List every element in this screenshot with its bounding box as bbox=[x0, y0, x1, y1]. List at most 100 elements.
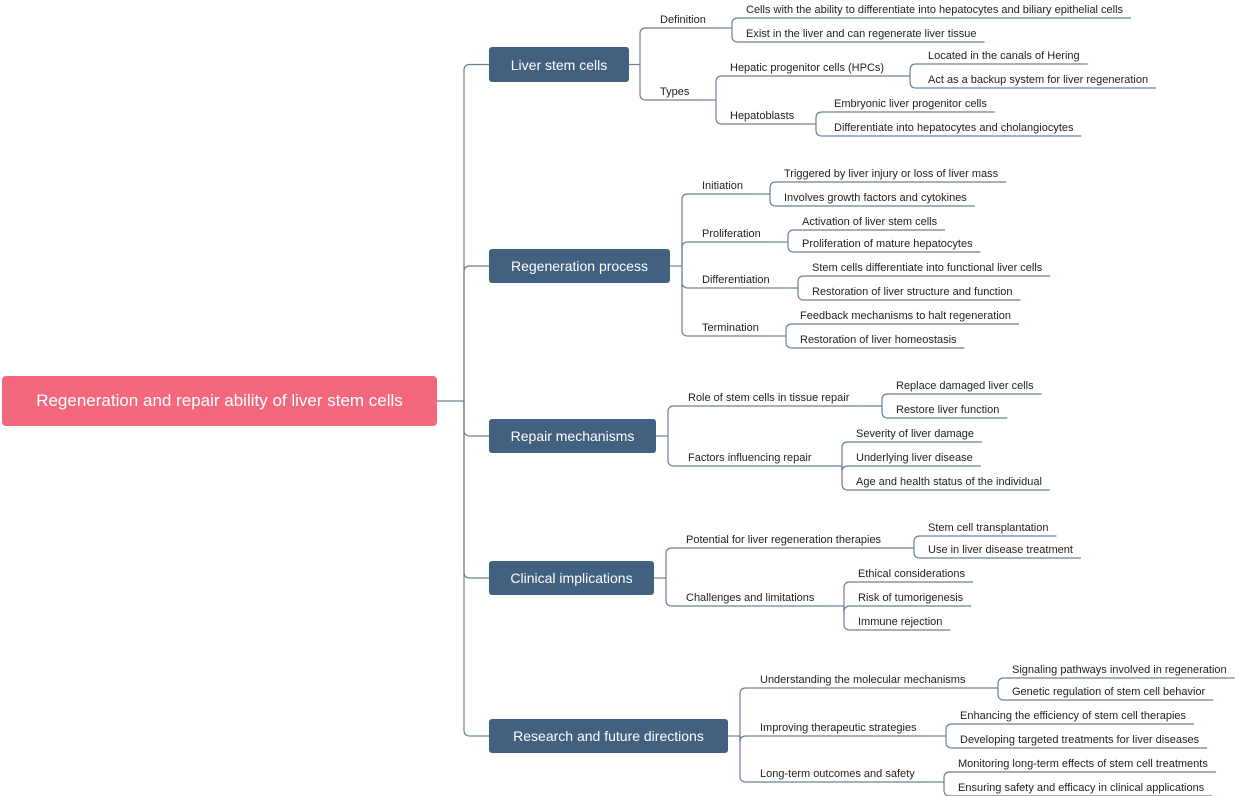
node-hepatoblasts[interactable]: Hepatoblasts bbox=[730, 110, 795, 122]
connector-definition-link-0 bbox=[731, 17, 1132, 28]
node-potential-for-liver-regeneration-therapi[interactable]: Potential for liver regeneration therapi… bbox=[686, 534, 882, 546]
node-factors-influencing-repair[interactable]: Factors influencing repair bbox=[688, 452, 812, 464]
connector-differentiation-link-0 bbox=[797, 275, 1051, 288]
connector-potential-for-liver-regeneration-therapi-link-1 bbox=[913, 548, 1081, 559]
connector-repair-mechanisms-link-0 bbox=[667, 405, 864, 436]
node-definition[interactable]: Definition bbox=[660, 14, 706, 26]
connector-differentiation-link-1 bbox=[797, 288, 1021, 301]
node-feedback-mechanisms-to-halt-regeneration[interactable]: Feedback mechanisms to halt regeneration bbox=[800, 310, 1011, 322]
node-genetic-regulation-of-stem-cell-behavior[interactable]: Genetic regulation of stem cell behavior bbox=[1012, 686, 1206, 698]
connector-hepatoblasts-link-1 bbox=[815, 124, 1082, 137]
node-underlying-liver-disease[interactable]: Underlying liver disease bbox=[856, 452, 973, 464]
connector-challenges-and-limitations-link-1 bbox=[843, 605, 972, 613]
node-activation-of-liver-stem-cells[interactable]: Activation of liver stem cells bbox=[802, 216, 938, 228]
connector-hepatoblasts-link-0 bbox=[815, 111, 995, 124]
node-age-and-health-status-of-the-individual[interactable]: Age and health status of the individual bbox=[856, 476, 1042, 488]
node-termination[interactable]: Termination bbox=[702, 322, 759, 334]
connector-termination-link-0 bbox=[785, 323, 1019, 336]
node-developing-targeted-treatments-for-liver[interactable]: Developing targeted treatments for liver… bbox=[960, 734, 1200, 746]
connector-liver-stem-cells-link-1 bbox=[639, 64, 704, 101]
node-ensuring-safety-and-efficacy-in-clinical[interactable]: Ensuring safety and efficacy in clinical… bbox=[958, 782, 1205, 794]
node-involves-growth-factors-and-cytokines[interactable]: Involves growth factors and cytokines bbox=[784, 192, 967, 204]
branch-liver-stem-cells[interactable]: Liver stem cells bbox=[489, 47, 629, 82]
connector-factors-influencing-repair-link-2 bbox=[841, 466, 1050, 491]
node-act-as-a-backup-system-for-liver-regener[interactable]: Act as a backup system for liver regener… bbox=[928, 74, 1149, 86]
node-stem-cells-differentiate-into-functional[interactable]: Stem cells differentiate into functional… bbox=[812, 262, 1043, 274]
node-challenges-and-limitations[interactable]: Challenges and limitations bbox=[686, 592, 815, 604]
node-located-in-the-canals-of-hering[interactable]: Located in the canals of Hering bbox=[928, 50, 1080, 62]
root-topic[interactable]: Regeneration and repair ability of liver… bbox=[2, 376, 437, 426]
node-initiation[interactable]: Initiation bbox=[702, 180, 743, 192]
branch-link-3 bbox=[463, 401, 489, 579]
node-cells-with-the-ability-to-differentiate-[interactable]: Cells with the ability to differentiate … bbox=[746, 4, 1124, 16]
node-proliferation[interactable]: Proliferation bbox=[702, 228, 761, 240]
node-stem-cell-transplantation[interactable]: Stem cell transplantation bbox=[928, 522, 1049, 534]
connector-factors-influencing-repair-link-0 bbox=[841, 441, 982, 466]
node-severity-of-liver-damage[interactable]: Severity of liver damage bbox=[856, 428, 974, 440]
node-proliferation-of-mature-hepatocytes[interactable]: Proliferation of mature hepatocytes bbox=[802, 238, 973, 250]
node-understanding-the-molecular-mechanisms[interactable]: Understanding the molecular mechanisms bbox=[760, 674, 966, 686]
connector-improving-therapeutic-strategies-link-0 bbox=[945, 723, 1195, 736]
node-replace-damaged-liver-cells[interactable]: Replace damaged liver cells bbox=[896, 380, 1034, 392]
node-triggered-by-liver-injury-or-loss-of-liv[interactable]: Triggered by liver injury or loss of liv… bbox=[784, 168, 999, 180]
branch-regeneration-process-label: Regeneration process bbox=[511, 258, 648, 274]
branch-link-1 bbox=[463, 265, 489, 401]
connector-repair-mechanisms-link-1 bbox=[667, 436, 826, 467]
node-monitoring-long-term-effects-of-stem-cel[interactable]: Monitoring long-term effects of stem cel… bbox=[958, 758, 1208, 770]
connector-hepatic-progenitor-cells-hpcs-link-1 bbox=[909, 76, 1157, 89]
node-restoration-of-liver-homeostasis[interactable]: Restoration of liver homeostasis bbox=[800, 334, 957, 346]
connector-potential-for-liver-regeneration-therapi-link-0 bbox=[913, 535, 1057, 548]
node-signaling-pathways-involved-in-regenerat[interactable]: Signaling pathways involved in regenerat… bbox=[1012, 664, 1227, 676]
node-embryonic-liver-progenitor-cells[interactable]: Embryonic liver progenitor cells bbox=[834, 98, 987, 110]
connector-termination-link-1 bbox=[785, 336, 965, 349]
node-immune-rejection[interactable]: Immune rejection bbox=[858, 616, 943, 628]
connector-role-of-stem-cells-in-tissue-repair-link-1 bbox=[881, 406, 1008, 419]
node-improving-therapeutic-strategies[interactable]: Improving therapeutic strategies bbox=[760, 722, 917, 734]
connector-initiation-link-0 bbox=[769, 181, 1007, 194]
node-exist-in-the-liver-and-can-regenerate-li[interactable]: Exist in the liver and can regenerate li… bbox=[746, 28, 977, 40]
connector-role-of-stem-cells-in-tissue-repair-link-0 bbox=[881, 393, 1042, 406]
node-types[interactable]: Types bbox=[660, 86, 690, 98]
branch-clinical-implications[interactable]: Clinical implications bbox=[489, 561, 654, 595]
connector-research-and-future-directions-link-1 bbox=[739, 735, 931, 743]
connector-hepatic-progenitor-cells-hpcs-link-0 bbox=[909, 63, 1088, 76]
node-risk-of-tumorigenesis[interactable]: Risk of tumorigenesis bbox=[858, 592, 964, 604]
branch-clinical-implications-label: Clinical implications bbox=[510, 570, 633, 586]
branch-research-and-future-directions-label: Research and future directions bbox=[513, 728, 704, 744]
connector-long-term-outcomes-and-safety-link-0 bbox=[943, 771, 1216, 782]
connector-factors-influencing-repair-link-1 bbox=[841, 465, 981, 473]
connector-initiation-link-1 bbox=[769, 194, 975, 207]
node-differentiate-into-hepatocytes-and-chola[interactable]: Differentiate into hepatocytes and chola… bbox=[834, 122, 1074, 134]
node-differentiation[interactable]: Differentiation bbox=[702, 274, 770, 286]
connector-proliferation-link-1 bbox=[787, 242, 981, 253]
connector-types-link-1 bbox=[715, 100, 803, 125]
connector-clinical-implications-link-1 bbox=[665, 578, 829, 607]
node-long-term-outcomes-and-safety[interactable]: Long-term outcomes and safety bbox=[760, 768, 915, 780]
connector-understanding-the-molecular-mechanisms-link-1 bbox=[997, 688, 1214, 701]
connector-proliferation-link-0 bbox=[787, 229, 946, 242]
connector-types-link-0 bbox=[715, 75, 893, 100]
branch-repair-mechanisms[interactable]: Repair mechanisms bbox=[489, 419, 656, 453]
branch-liver-stem-cells-label: Liver stem cells bbox=[510, 56, 608, 73]
branch-research-and-future-directions[interactable]: Research and future directions bbox=[489, 719, 728, 753]
branch-regeneration-process[interactable]: Regeneration process bbox=[489, 249, 670, 283]
node-use-in-liver-disease-treatment[interactable]: Use in liver disease treatment bbox=[928, 544, 1073, 556]
branch-link-4 bbox=[463, 401, 489, 737]
connector-challenges-and-limitations-link-2 bbox=[843, 606, 951, 631]
node-ethical-considerations[interactable]: Ethical considerations bbox=[858, 568, 966, 580]
node-hepatic-progenitor-cells-hpcs[interactable]: Hepatic progenitor cells (HPCs) bbox=[730, 62, 885, 74]
connector-clinical-implications-link-0 bbox=[665, 547, 896, 578]
connector-regeneration-process-link-3 bbox=[681, 266, 773, 337]
node-role-of-stem-cells-in-tissue-repair[interactable]: Role of stem cells in tissue repair bbox=[688, 392, 850, 404]
connector-regeneration-process-link-0 bbox=[681, 193, 757, 266]
node-restore-liver-function[interactable]: Restore liver function bbox=[896, 404, 1000, 416]
connector-regeneration-process-link-1 bbox=[681, 241, 775, 266]
connector-improving-therapeutic-strategies-link-1 bbox=[945, 736, 1208, 749]
root-topic-label: Regeneration and repair ability of liver… bbox=[36, 391, 403, 410]
node-enhancing-the-efficiency-of-stem-cell-th[interactable]: Enhancing the efficiency of stem cell th… bbox=[960, 710, 1187, 722]
connector-research-and-future-directions-link-0 bbox=[739, 687, 980, 736]
connector-liver-stem-cells-link-0 bbox=[639, 27, 720, 65]
node-restoration-of-liver-structure-and-funct[interactable]: Restoration of liver structure and funct… bbox=[812, 286, 1013, 298]
connector-research-and-future-directions-link-2 bbox=[739, 736, 929, 783]
